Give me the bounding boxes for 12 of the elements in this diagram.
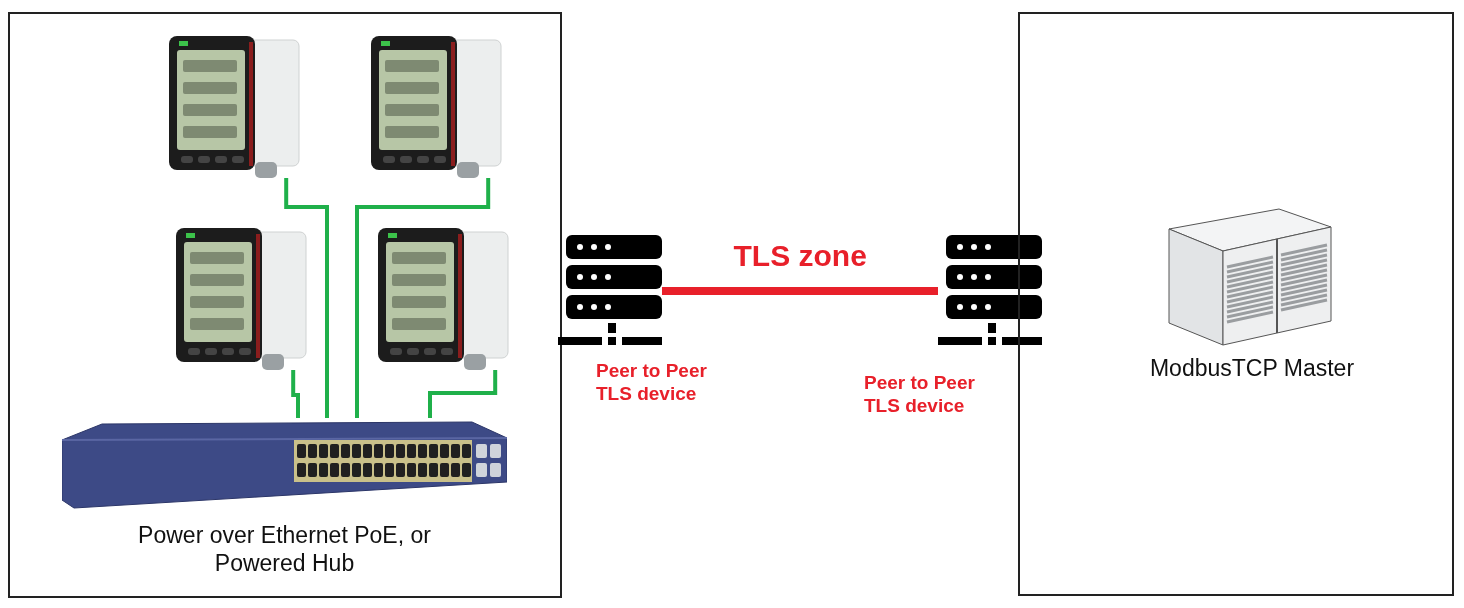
- device-caption: ModbusTCP Master: [1148, 355, 1356, 383]
- device-caption: Peer to Peer TLS device: [596, 360, 708, 406]
- server-rack-icon: [558, 235, 662, 347]
- device-caption: Peer to Peer TLS device: [864, 372, 976, 418]
- frame-box: [8, 12, 562, 598]
- cable-line: [355, 178, 491, 418]
- frame-box: [1018, 12, 1454, 596]
- cable-line: [291, 370, 300, 418]
- device-caption: Power over Ethernet PoE, or Powered Hub: [137, 522, 432, 578]
- cable-line: [284, 178, 329, 418]
- cable-line: [428, 370, 498, 418]
- server-rack-icon: [938, 235, 1042, 347]
